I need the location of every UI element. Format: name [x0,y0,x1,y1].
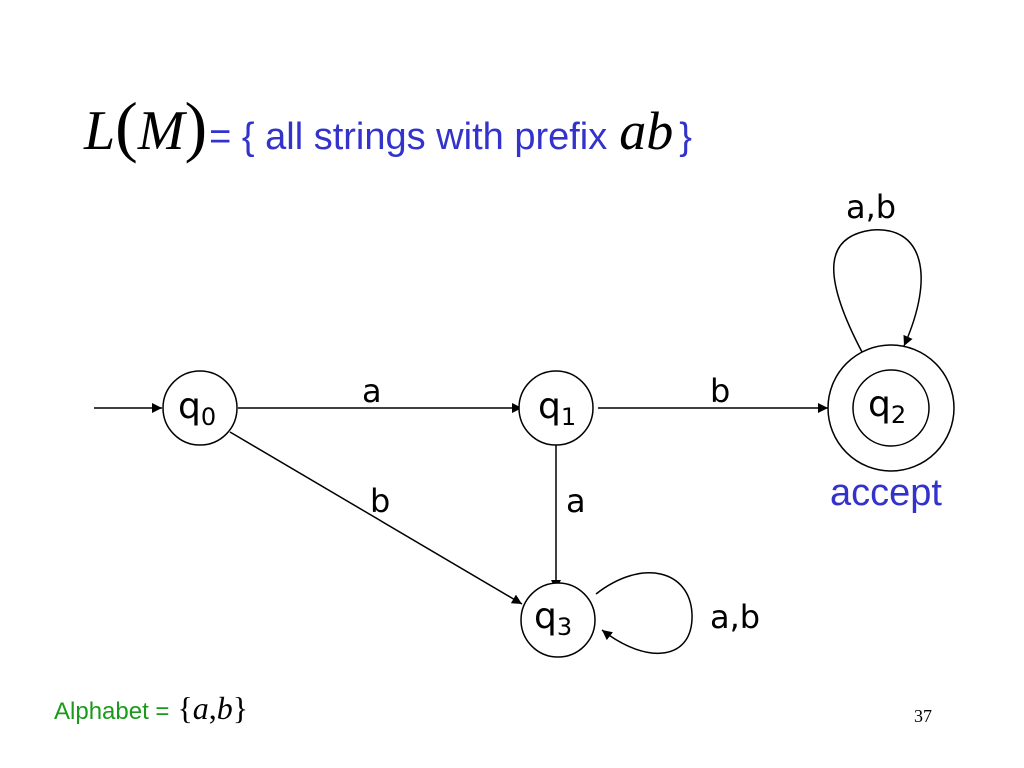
transition-q0-q1-label: a [362,372,382,410]
accept-label: accept [830,472,942,514]
state-q3-label: q3 [534,596,572,641]
transition-q0-q3 [229,431,523,605]
state-q2: q2 [827,344,955,472]
state-q0-label: q0 [178,386,216,431]
title-close-brace: } [679,116,692,158]
state-q2-inner-circle [852,369,930,447]
title-description: = { all strings with prefix [209,116,608,158]
title-prefix: ab [619,101,674,161]
transition-q0-q3-label: b [370,482,390,520]
title-close-paren: ) [184,88,208,164]
slide-title: L ( M ) = { all strings with prefix ab } [84,92,692,172]
transition-q1-q3-label: a [566,482,586,520]
alphabet-definition: Alphabet = {a,b} [54,690,248,727]
state-q2-label: q2 [868,384,906,429]
state-q0: q0 [162,370,238,446]
state-q3-circle [520,582,596,658]
transition-q3-self-loop-label: a,b [710,598,760,636]
title-language-symbol: L [84,100,116,162]
title-open-paren: ( [115,88,138,164]
state-q1-label: q1 [538,386,576,431]
alphabet-symbol-a: a [192,690,209,726]
state-q1-circle [518,370,594,446]
alphabet-symbol-b: b [216,690,233,726]
title-machine-symbol: M [137,100,185,162]
transition-q2-self-loop [833,229,922,353]
state-q0-circle [162,370,238,446]
page-number: 37 [914,706,932,726]
transition-q1-q2-label: b [710,372,730,410]
alphabet-separator: , [208,690,217,726]
state-q1: q1 [518,370,594,446]
alphabet-set: {a,b} [177,690,248,727]
transition-q2-self-loop-label: a,b [846,188,896,226]
alphabet-close-brace: } [232,690,249,726]
state-q3: q3 [520,582,596,658]
transition-q3-self-loop [595,572,693,654]
alphabet-label: Alphabet = [54,698,170,725]
alphabet-open-brace: { [177,690,193,726]
